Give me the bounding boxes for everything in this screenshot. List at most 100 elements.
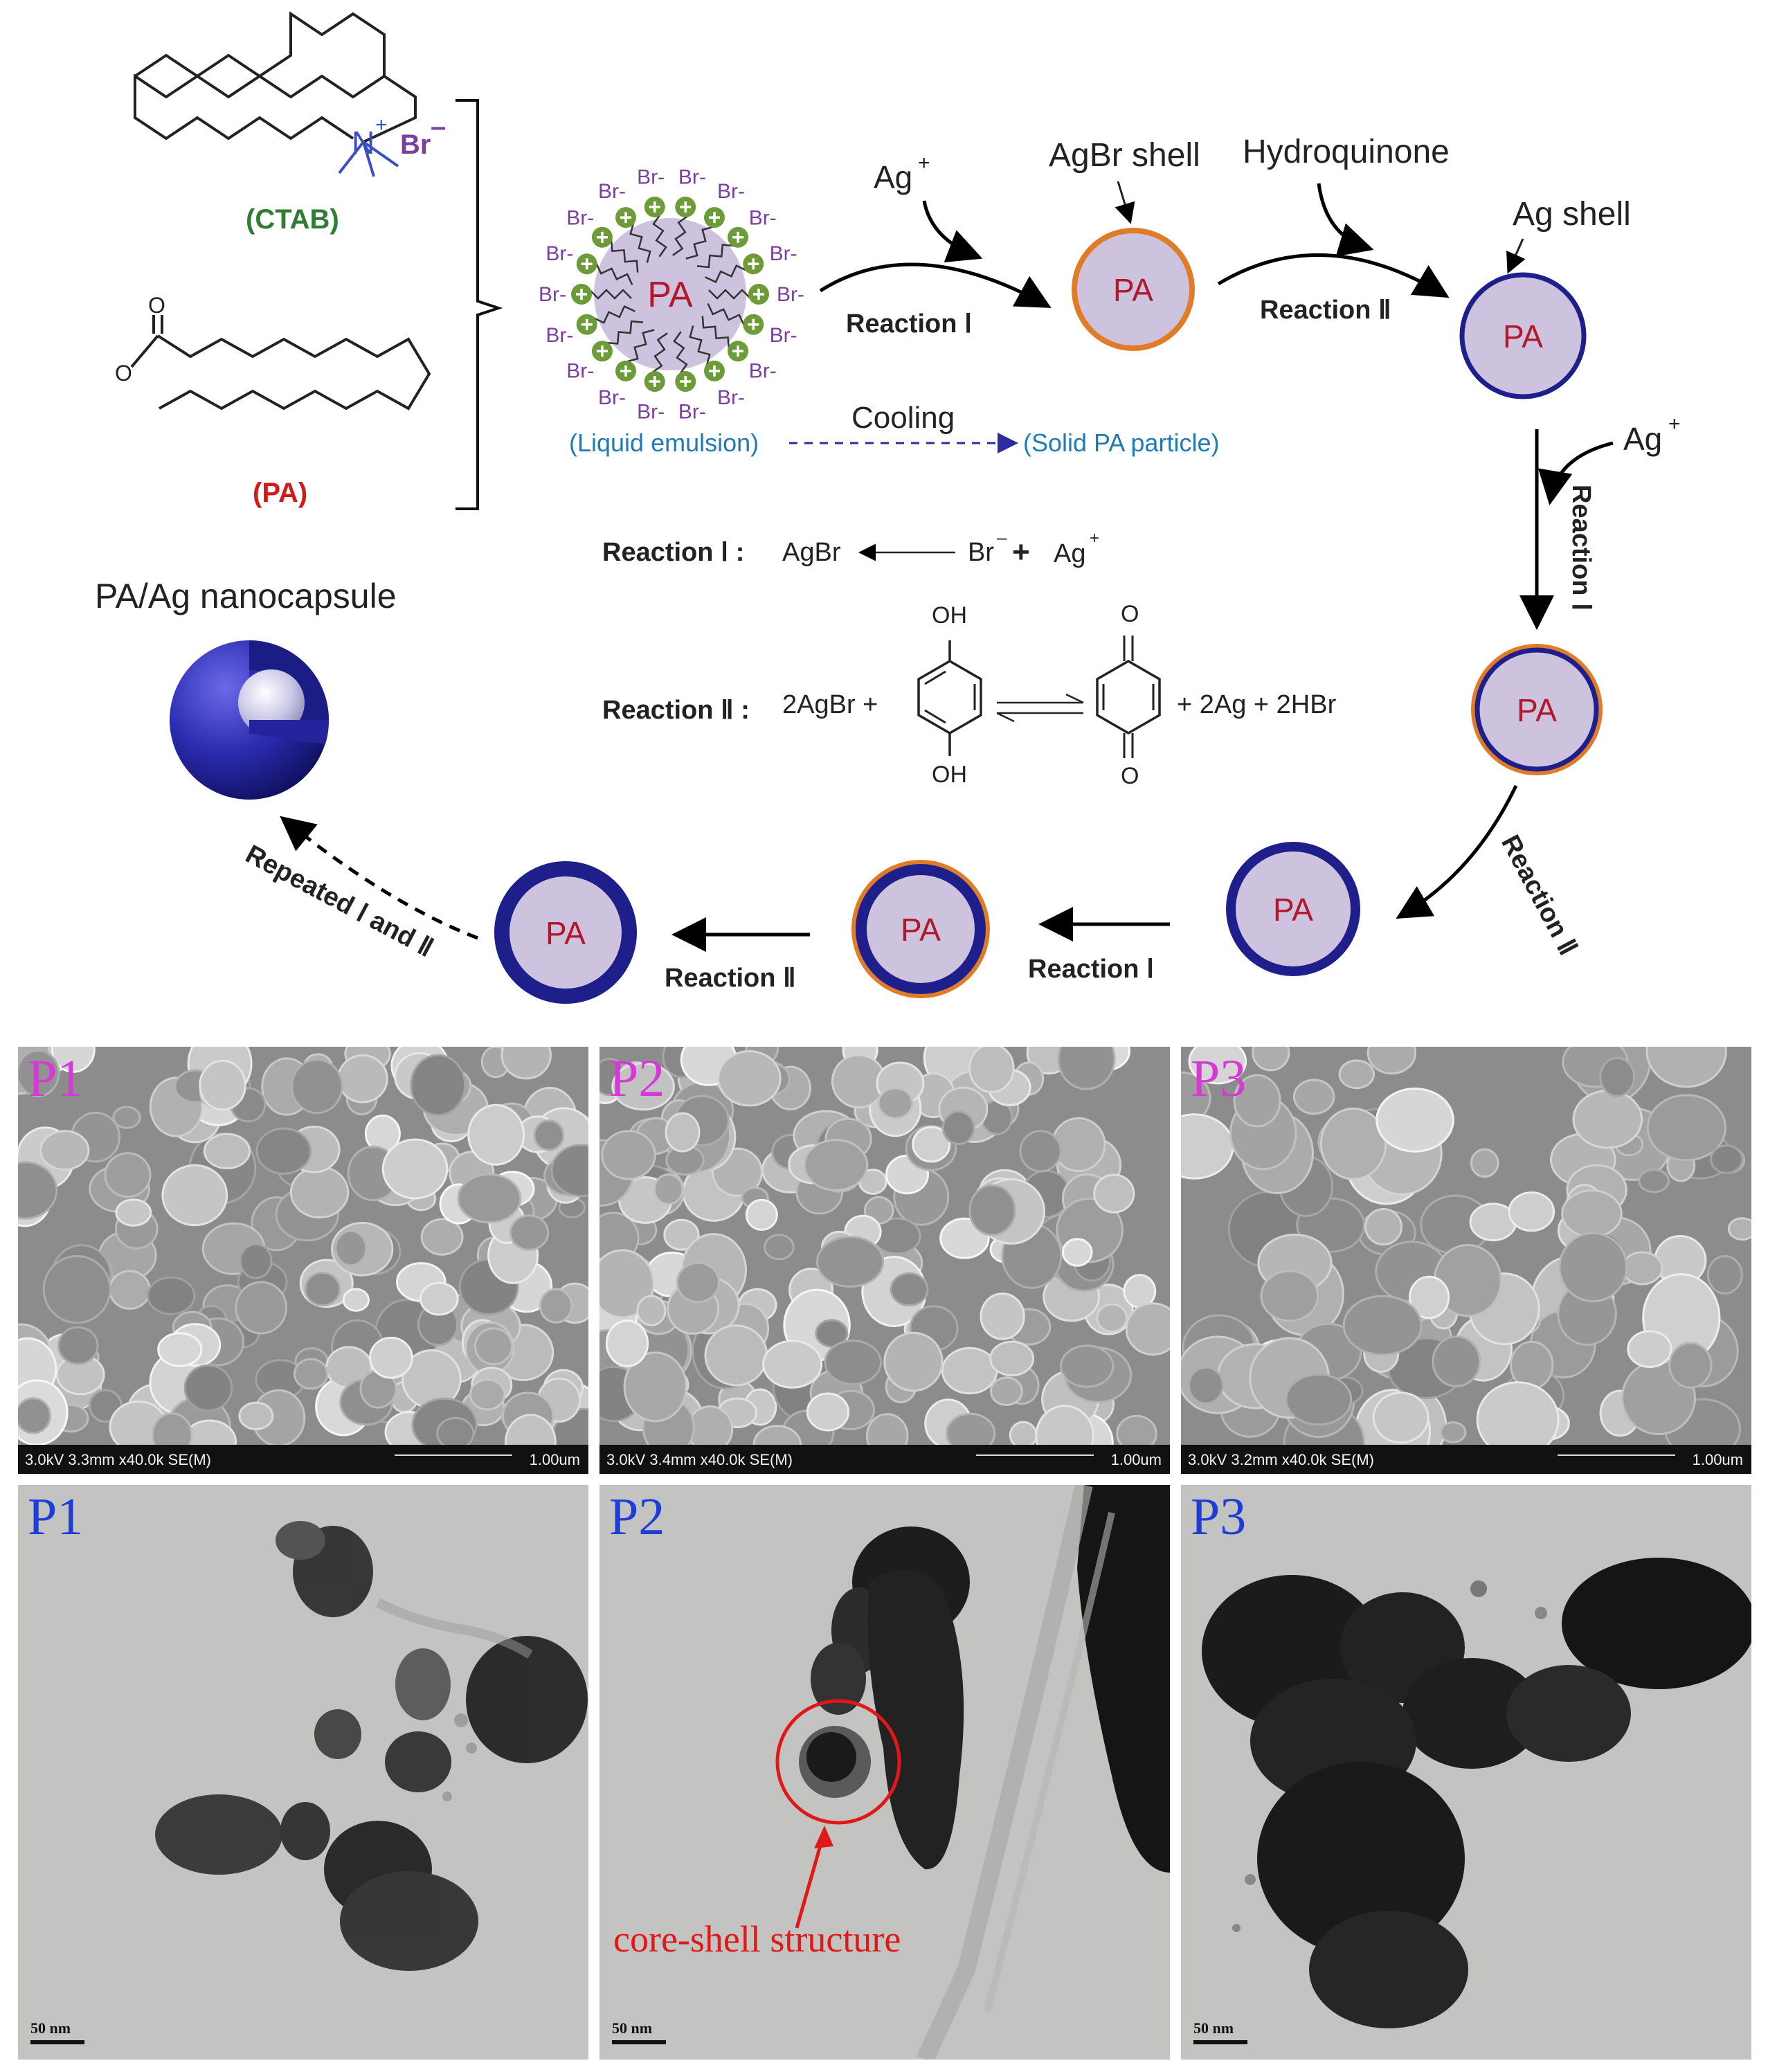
equation1-bromide: Br <box>968 538 994 567</box>
sem-grain <box>1561 1189 1623 1238</box>
sem-grain <box>676 1261 721 1304</box>
pa-molecule: O O (PA) <box>115 293 431 508</box>
sem-grain <box>147 1276 196 1315</box>
sem-grain <box>342 1288 370 1312</box>
sem-grain <box>815 1319 849 1348</box>
reaction2-label-top: Reaction Ⅱ <box>1260 296 1391 325</box>
repeated-arrow <box>280 816 478 940</box>
sem-grain <box>420 1281 459 1316</box>
plus-icon <box>581 318 593 330</box>
sem-grain <box>941 1346 998 1395</box>
tem-image-p1 <box>155 1521 588 1971</box>
emulsion-core-label: PA <box>647 275 693 315</box>
sem-grain <box>550 1144 588 1198</box>
panel-label: P2 <box>609 1488 665 1546</box>
sem-image-p3 <box>1181 1047 1751 1474</box>
sem-grain <box>1621 1251 1663 1286</box>
plus-icon <box>680 376 692 388</box>
benzoquinone-o-top: O <box>1121 601 1139 627</box>
sem-grain <box>291 1058 343 1115</box>
sem-grain <box>989 1376 1023 1407</box>
particle-core-label: PA <box>1503 318 1543 354</box>
reaction1-equation: Reaction Ⅰ : AgBr Br – + Ag + <box>602 527 1099 569</box>
sem-grain <box>1372 1391 1429 1444</box>
plus-icon <box>596 345 608 357</box>
ctab-bromide: Br <box>400 129 431 160</box>
emulsion-core <box>594 218 746 370</box>
sem-image-p1 <box>18 1047 588 1474</box>
equation1-silver: Ag <box>1054 539 1085 568</box>
bromide-counterion: Br- <box>717 180 745 203</box>
tem-scale-label: 50 nm <box>612 2019 653 2037</box>
plus-icon <box>620 212 631 224</box>
cooling-label: Cooling <box>851 401 955 435</box>
sem-grain <box>1508 1191 1555 1232</box>
equation1-label: Reaction Ⅰ : <box>602 538 744 567</box>
sem-acquisition-info: 3.0kV 3.2mm x40.0k SE(M) <box>1188 1451 1374 1468</box>
hydroquinone-label: Hydroquinone <box>1243 134 1450 170</box>
reaction2-diagonal-arrow <box>1396 784 1518 919</box>
tem-panel-p3: P3 50 nm <box>1181 1485 1751 2060</box>
tem-image-p3 <box>1202 1558 1751 2028</box>
sem-panel-p3: P3 3.0kV 3.2mm x40.0k SE(M) 1.00um <box>1181 1047 1751 1474</box>
bromide-counterion: Br- <box>566 360 594 383</box>
particle-core-label: PA <box>545 915 586 951</box>
bromide-counterion: Br- <box>749 206 777 229</box>
bromide-counterion: Br- <box>598 386 626 409</box>
core-shell-highlight-circle <box>775 1699 901 1825</box>
sem-grain <box>704 1324 768 1387</box>
tem-scale-label: 50 nm <box>30 2019 71 2037</box>
sem-grain <box>883 1331 944 1392</box>
benzoquinone-o-bottom: O <box>1121 763 1139 789</box>
sem-grain <box>539 1288 573 1324</box>
pa-carbonyl-oxygen: O <box>148 293 165 318</box>
solid-particle-label: (Solid PA particle) <box>1023 429 1219 457</box>
sem-grain <box>989 1340 1035 1377</box>
sem-grain <box>816 1236 885 1288</box>
sem-data-bar: 3.0kV 3.4mm x40.0k SE(M) 1.00um <box>599 1445 1170 1474</box>
benzoquinone-structure: O O <box>1096 601 1161 789</box>
sem-grain <box>474 1327 513 1366</box>
sem-grain <box>877 1087 914 1119</box>
sem-grain <box>824 1340 882 1385</box>
sem-grain <box>636 1295 667 1326</box>
sem-grain <box>1342 1295 1423 1356</box>
sem-grain <box>1096 1303 1128 1333</box>
liquid-emulsion-label: (Liquid emulsion) <box>569 429 759 457</box>
tem-scale-bar: 50 nm <box>1193 2019 1247 2044</box>
nanocapsule-sphere <box>170 640 330 800</box>
scale-ticks <box>395 1448 512 1456</box>
sem-grain <box>653 1173 684 1205</box>
hydroquinone-structure: OH OH <box>917 602 982 788</box>
tem-image-p2 <box>775 1485 1170 2060</box>
ag-ion-label-1: Ag <box>874 159 912 195</box>
reaction2-label-bottom: Reaction Ⅱ <box>665 964 796 993</box>
sem-grain <box>369 1336 413 1379</box>
sem-image-p2 <box>599 1047 1170 1473</box>
reaction2-equation: Reaction Ⅱ : 2AgBr + OH OH O O <box>602 601 1337 789</box>
sem-grain <box>337 1054 388 1103</box>
sem-acquisition-info: 3.0kV 3.4mm x40.0k SE(M) <box>606 1451 793 1468</box>
sem-grain <box>469 1378 506 1411</box>
panel-label: P2 <box>609 1049 665 1108</box>
sem-grain <box>239 1243 273 1279</box>
sem-grain <box>1638 1168 1670 1193</box>
bromide-counterion: Br- <box>566 206 594 229</box>
reaction1-label-vertical: Reaction Ⅰ <box>1567 485 1596 611</box>
sem-grain <box>1364 1208 1402 1246</box>
sem-panel-p1: P1 3.0kV 3.3mm x40.0k SE(M) 1.00um <box>18 1047 588 1474</box>
ag-ion-label-2: Ag <box>1623 421 1662 457</box>
bromide-counterion: Br- <box>749 360 777 383</box>
sem-grain <box>1432 1335 1481 1387</box>
bromide-counterion: Br- <box>545 324 573 347</box>
sem-grain <box>420 1218 464 1256</box>
sem-grain <box>1188 1366 1224 1405</box>
tem-scale-label: 50 nm <box>1193 2019 1234 2037</box>
sem-grain <box>304 1272 341 1307</box>
sem-grain <box>457 1173 522 1224</box>
sem-grain <box>18 1397 51 1434</box>
sem-grain <box>764 1234 795 1261</box>
sem-grain <box>1572 1090 1643 1149</box>
sem-grain <box>968 1047 1015 1093</box>
